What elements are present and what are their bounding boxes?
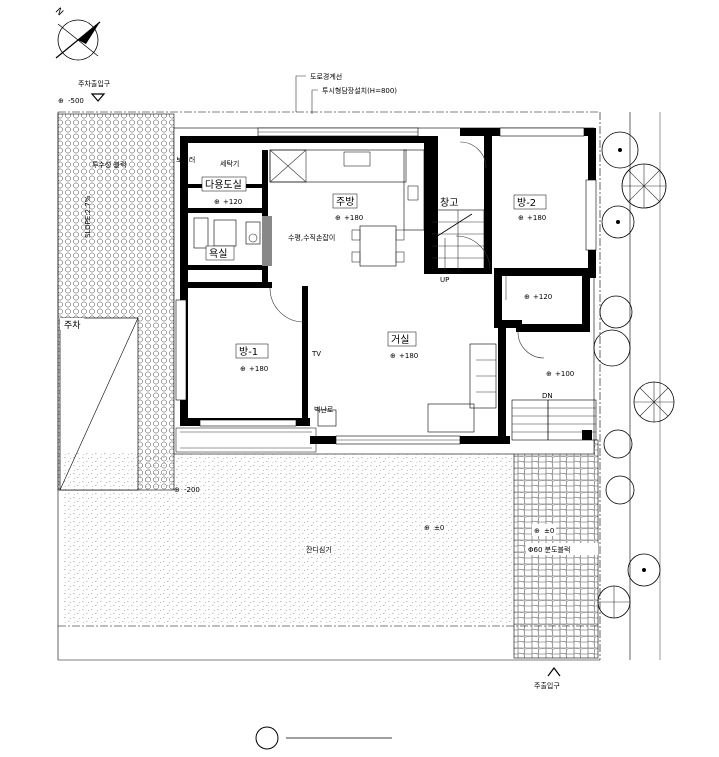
level-marker: ⊕ xyxy=(58,97,64,105)
fireplace-icon xyxy=(317,409,337,427)
ground-level-label-2: ±0 xyxy=(544,527,554,535)
level-marker: ⊕ xyxy=(240,365,246,373)
stair-up-label: UP xyxy=(440,276,449,284)
doors xyxy=(269,141,545,359)
pedestrian-entrance-label: 주출입구 xyxy=(534,681,560,690)
entrance-arrow-icon xyxy=(547,667,561,677)
parking-entrance-label: 주차출입구 xyxy=(78,79,111,88)
pavers-label: 투수성 블럭 xyxy=(92,160,126,169)
lawn-area xyxy=(62,452,512,624)
sofa xyxy=(427,343,497,433)
entrance-arrow-icon xyxy=(90,93,106,102)
utility-room-label: 다용도실 xyxy=(205,179,242,191)
ground-level-label: ±0 xyxy=(434,524,444,532)
yard-level: -200 xyxy=(184,486,200,494)
windows xyxy=(175,127,597,445)
level-marker: ⊕ xyxy=(524,293,530,301)
living-level: +180 xyxy=(399,352,418,360)
room1-level: +180 xyxy=(249,365,268,373)
parking-entrance-level: -500 xyxy=(68,97,84,105)
fireplace-label: 벽난로 xyxy=(314,405,334,414)
kitchen-counter xyxy=(269,149,425,231)
fence-label: 투시형담장설치(H=800) xyxy=(322,86,397,95)
road-boundary-label: 도로경계선 xyxy=(310,72,342,81)
level-marker: ⊕ xyxy=(534,527,540,535)
dining-table xyxy=(351,225,405,267)
entry-level: +100 xyxy=(555,370,574,378)
bathroom-label: 욕실 xyxy=(209,248,227,260)
leader-line xyxy=(295,75,306,112)
level-marker: ⊕ xyxy=(546,370,552,378)
room2-label: 방-2 xyxy=(517,197,536,209)
level-marker: ⊕ xyxy=(390,352,396,360)
parking-label: 주차 xyxy=(64,319,81,331)
wall-hatch xyxy=(262,216,272,266)
trees xyxy=(593,131,675,619)
kitchen-label: 주방 xyxy=(336,196,354,208)
level-marker: ⊕ xyxy=(214,198,220,206)
level-marker: ⊕ xyxy=(174,486,180,494)
utility-level: +120 xyxy=(223,198,242,206)
level-marker: ⊕ xyxy=(213,264,219,272)
terrace xyxy=(175,427,317,453)
terrace-tiles xyxy=(180,431,312,449)
tv-label: TV xyxy=(311,350,321,358)
leader-line xyxy=(311,89,318,114)
bathroom-level: +120 xyxy=(222,264,241,272)
storage-label: 창고 xyxy=(440,197,458,209)
level-marker: ⊕ xyxy=(518,214,524,222)
entry-steps xyxy=(511,399,597,441)
boiler-label: 보일러 xyxy=(176,155,195,164)
washer-label: 세탁기 xyxy=(220,159,239,168)
staircase xyxy=(427,209,485,271)
drawing-number-circle xyxy=(255,726,279,750)
level-marker: ⊕ xyxy=(424,524,430,532)
kitchen-level: +180 xyxy=(344,214,363,222)
stair-down-label: DN xyxy=(542,392,553,400)
north-label: N xyxy=(53,6,65,18)
level-marker: ⊕ xyxy=(335,214,341,222)
grab-bar-label: 수평,수직손잡이 xyxy=(288,233,335,242)
slope-label: SLOPE:2.7% xyxy=(84,195,92,238)
living-room-label: 거실 xyxy=(391,334,409,346)
lawn-label: 잔디심기 xyxy=(306,545,332,554)
room2-level: +180 xyxy=(527,214,546,222)
bathroom-fixtures xyxy=(193,216,272,266)
stone-pavers-label: Φ60 분도블럭 xyxy=(528,545,570,554)
north-arrow-icon: N xyxy=(53,6,101,61)
room1-label: 방-1 xyxy=(239,346,258,358)
porch-level: +120 xyxy=(533,293,552,301)
